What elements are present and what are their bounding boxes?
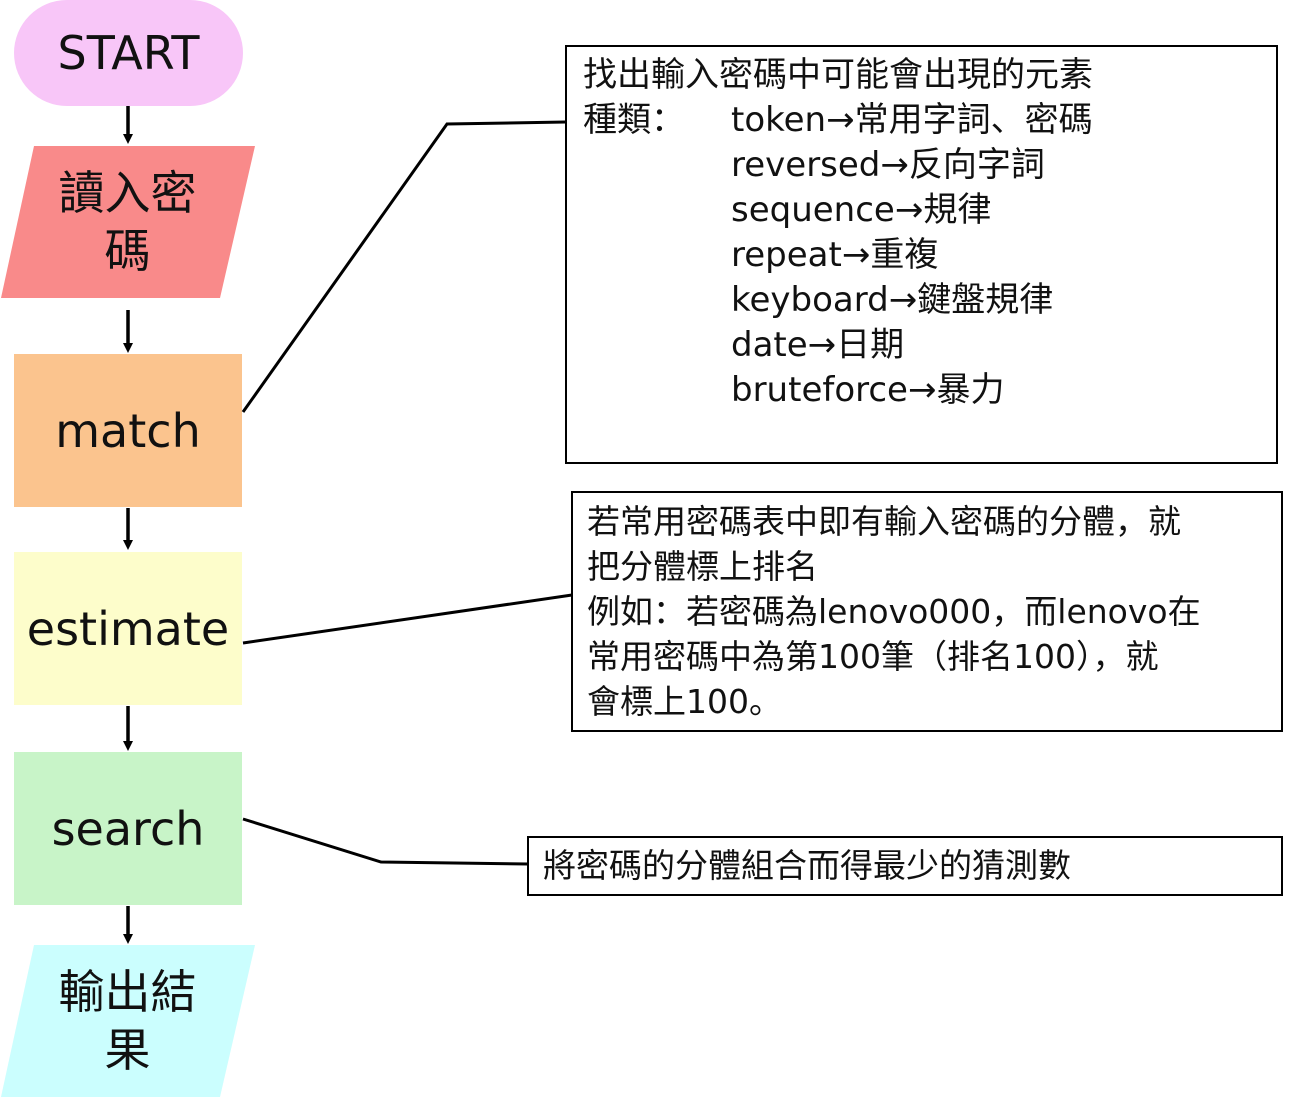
right-arrow-icon: → [888,280,918,320]
search-note-text: 將密碼的分體組合而得最少的猜測數 [543,846,1071,885]
right-arrow-icon: → [826,100,855,140]
match-label: match [55,403,201,458]
match-note-title: 找出輸入密碼中可能會出現的元素 [583,55,1093,95]
output-result-label: 輸出結 果 [58,965,197,1077]
estimate-note-line: 常用密碼中為第100筆（排名100），就 [587,637,1159,676]
connector-estimate-note [242,593,573,645]
match-types-list: token→常用字詞、密碼 reversed→反向字詞 sequence→規律 … [731,98,1260,413]
search-node [14,752,242,905]
type-item: token→常用字詞、密碼 [731,100,1093,140]
match-node [14,354,242,507]
estimate-node [14,552,242,705]
search-note: 將密碼的分體組合而得最少的猜測數 [527,836,1283,896]
read-password-label: 讀入密 碼 [58,166,197,278]
estimate-note-line: 把分體標上排名 [587,547,818,586]
right-arrow-icon: → [907,370,937,410]
type-item: bruteforce→暴力 [731,370,1005,410]
type-item: date→日期 [731,325,905,365]
estimate-note-line: 會標上100。 [587,682,782,721]
right-arrow-icon: → [880,145,909,185]
match-types-label: 種類： [583,100,685,140]
search-label: search [51,801,205,856]
estimate-note-line: 例如：若密碼為lenovo000，而lenovo在 [587,592,1201,631]
read-password-node [1,146,255,298]
match-note: 找出輸入密碼中可能會出現的元素 種類： token→常用字詞、密碼 revers… [565,45,1278,464]
estimate-note: 若常用密碼表中即有輸入密碼的分體，就 把分體標上排名 例如：若密碼為lenovo… [571,491,1283,732]
start-label: START [57,26,200,80]
connector-match-note [241,120,567,413]
connector-search-note [242,817,529,866]
type-item: repeat→重複 [731,235,939,275]
estimate-note-line: 若常用密碼表中即有輸入密碼的分體，就 [587,502,1181,541]
match-types-block: 種類： token→常用字詞、密碼 reversed→反向字詞 sequence… [583,98,1260,413]
estimate-label: estimate [26,601,230,656]
type-item: sequence→規律 [731,190,992,230]
start-node [14,0,243,106]
right-arrow-icon: → [894,190,924,230]
type-item: reversed→反向字詞 [731,145,1045,185]
right-arrow-icon: → [807,325,837,365]
right-arrow-icon: → [841,235,871,275]
type-item: keyboard→鍵盤規律 [731,280,1054,320]
output-result-node [1,945,255,1097]
